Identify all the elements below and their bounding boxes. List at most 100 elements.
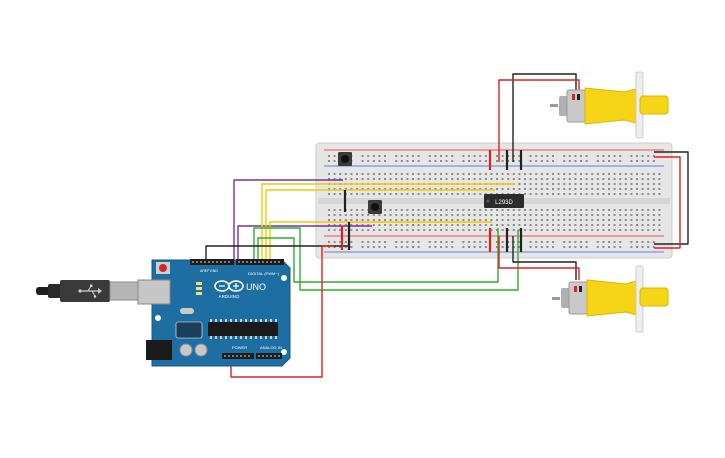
hole (384, 188, 386, 190)
hole (417, 224, 420, 226)
hole (585, 155, 588, 157)
hole (479, 214, 482, 216)
hole (406, 173, 409, 175)
hole (473, 209, 476, 211)
hole (468, 155, 470, 157)
hole (406, 193, 409, 195)
hole (585, 193, 588, 195)
hole (339, 178, 342, 180)
wire-black-motor1 (512, 73, 577, 162)
hole (563, 214, 566, 216)
hole (641, 246, 644, 248)
hole (434, 173, 437, 175)
hole (585, 209, 588, 211)
hole (428, 188, 431, 190)
hole (540, 246, 543, 248)
hole (641, 214, 644, 216)
hole (557, 193, 560, 195)
hole (652, 241, 655, 243)
hole (361, 229, 364, 231)
hole (417, 193, 420, 195)
usb-cable[interactable] (36, 280, 139, 302)
hole (228, 261, 230, 263)
reset-button[interactable] (156, 262, 170, 274)
hole (389, 219, 392, 221)
hole (507, 219, 510, 221)
push-button-1[interactable] (338, 152, 352, 166)
hole (417, 188, 420, 190)
hole (406, 178, 409, 180)
hole (507, 229, 510, 231)
arduino-uno-board[interactable]: AREF GND DIGITAL (PWM~) ARDUINO UNO POWE… (137, 259, 291, 367)
hole (658, 188, 661, 190)
hole (468, 209, 470, 211)
hole (518, 209, 521, 211)
hole (440, 229, 442, 231)
hole (596, 241, 599, 243)
hole (484, 155, 487, 157)
hole (468, 241, 470, 243)
hole (535, 160, 538, 162)
hole (400, 219, 403, 221)
hole (512, 155, 515, 157)
hole (445, 224, 448, 226)
hole (630, 246, 633, 248)
hole (591, 224, 594, 226)
hole (384, 214, 386, 216)
hole (619, 241, 622, 243)
hole (350, 229, 353, 231)
hole (265, 319, 267, 322)
hole (652, 155, 655, 157)
hole (619, 224, 622, 226)
hole (636, 229, 638, 231)
hole (563, 229, 566, 231)
push-button-2[interactable] (368, 200, 382, 214)
hole (440, 178, 442, 180)
hole (462, 246, 465, 248)
hole (563, 188, 566, 190)
hole (574, 188, 577, 190)
hole (228, 355, 230, 357)
hole (512, 209, 515, 211)
hole (636, 219, 638, 221)
hole (451, 229, 454, 231)
hole (568, 246, 571, 248)
hole (333, 219, 336, 221)
hole (350, 246, 353, 248)
hole (630, 173, 633, 175)
motor-driver-chip[interactable]: L293D (484, 194, 524, 208)
hole (468, 214, 470, 216)
dc-motor-top[interactable] (550, 71, 669, 139)
hole (496, 173, 498, 175)
hole (529, 183, 532, 185)
hole (630, 193, 633, 195)
hole (344, 246, 347, 248)
hole (602, 178, 605, 180)
hole (400, 160, 403, 162)
hole (512, 178, 515, 180)
hole (568, 188, 571, 190)
hole (220, 336, 222, 339)
hole (412, 241, 414, 243)
hole (535, 224, 538, 226)
hole (546, 183, 549, 185)
hole (658, 224, 661, 226)
hole (540, 188, 543, 190)
hole (608, 155, 610, 157)
hole (400, 209, 403, 211)
hole (608, 229, 610, 231)
hole (412, 160, 414, 162)
hole (236, 355, 238, 357)
hole (512, 229, 515, 231)
hole (350, 188, 353, 190)
hole (602, 209, 605, 211)
hole (230, 336, 232, 339)
hole (608, 224, 610, 226)
dc-motor-bottom[interactable] (552, 265, 669, 333)
hole (412, 178, 414, 180)
hole (395, 219, 398, 221)
hole (333, 193, 336, 195)
hole (210, 319, 212, 322)
hole (624, 214, 627, 216)
hole (512, 241, 515, 243)
